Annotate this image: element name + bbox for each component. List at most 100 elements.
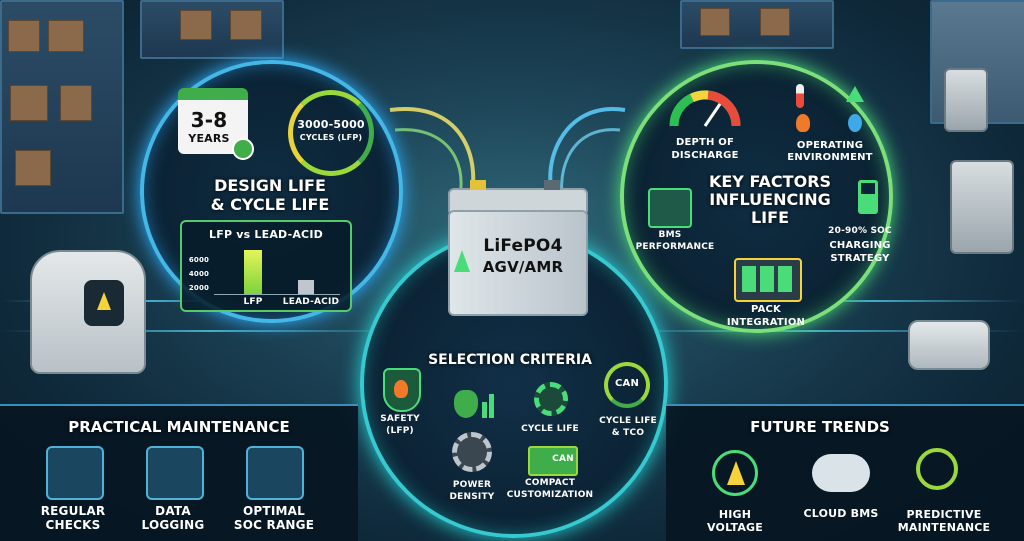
agv-robot-left xyxy=(30,250,146,374)
selection-label-4b: & TCO xyxy=(611,428,645,438)
factor-label-4c: STRATEGY xyxy=(830,253,890,264)
cloud-gear-icon xyxy=(812,454,870,492)
money-chart-icon xyxy=(454,380,498,420)
battery-label-2: AGV/AMR xyxy=(482,258,564,276)
can-chip-label: CAN xyxy=(552,454,574,464)
warehouse-box xyxy=(15,150,51,186)
maintenance-label-1b: CHECKS xyxy=(45,518,101,532)
future-label-3b: MAINTENANCE xyxy=(897,521,991,534)
warehouse-box xyxy=(180,10,212,40)
axis-tick: 6000 xyxy=(188,256,210,264)
axis-tick: 2000 xyxy=(188,284,210,292)
chip-handshake-icon xyxy=(648,188,692,228)
future-trends-title: FUTURE TRENDS xyxy=(750,418,890,436)
maintenance-label-2b: LOGGING xyxy=(141,518,205,532)
bolt-shape xyxy=(727,461,745,485)
warehouse-box xyxy=(230,10,262,40)
chart-baseline xyxy=(214,294,340,295)
selection-label-5: POWER xyxy=(452,480,492,490)
years-value: 3-8 xyxy=(190,108,228,132)
thermometer-icon xyxy=(796,84,804,108)
can-label: CAN xyxy=(614,378,640,389)
selection-label-1b: (LFP) xyxy=(386,426,414,436)
factor-label-4: 20-90% SOC xyxy=(828,226,892,236)
lfp-bar xyxy=(244,250,262,294)
agv-robot-right xyxy=(908,320,990,370)
future-label-3: PREDICTIVE xyxy=(906,508,982,521)
maintenance-title: PRACTICAL MAINTENANCE xyxy=(68,418,290,436)
lfp-label: LFP xyxy=(243,297,263,307)
magnifier-chart-icon xyxy=(916,448,958,490)
factor-label-1: DEPTH OF xyxy=(675,137,735,148)
growth-bar xyxy=(489,394,494,418)
cycles-unit: CYCLES (LFP) xyxy=(299,133,363,142)
flame-icon xyxy=(394,380,408,398)
lightning-icon xyxy=(712,450,758,496)
soc-gauge-icon xyxy=(246,446,304,500)
warehouse-box xyxy=(8,20,40,52)
clock-icon xyxy=(232,138,254,160)
factor-label-3b: PERFORMANCE xyxy=(635,242,715,252)
design-life-title-2: & CYCLE LIFE xyxy=(210,195,330,214)
warning-icon xyxy=(846,86,864,102)
lead-acid-label: LEAD-ACID xyxy=(282,297,340,307)
robot-panel xyxy=(84,280,124,326)
selection-label-1: SAFETY xyxy=(380,414,420,424)
selection-label-6: COMPACT xyxy=(524,478,576,488)
battery-charging-icon xyxy=(858,180,878,214)
bolt-icon xyxy=(454,250,470,272)
warehouse-box xyxy=(10,85,48,121)
factor-label-4b: CHARGING xyxy=(829,240,891,251)
factor-label-5b: INTEGRATION xyxy=(726,317,806,328)
key-factors-title-3: LIFE xyxy=(750,208,789,227)
water-drop-icon xyxy=(848,114,862,132)
battery-label-1: LiFePO4 xyxy=(483,236,563,256)
cycles-value: 3000-5000 xyxy=(297,118,365,131)
shield-flame-icon xyxy=(383,368,421,412)
growth-bar xyxy=(482,402,487,418)
agv-robot-top xyxy=(944,68,988,132)
future-label-1b: VOLTAGE xyxy=(707,521,763,534)
future-label-2: CLOUD BMS xyxy=(803,507,879,520)
battery-terminal xyxy=(470,180,486,190)
battery-body xyxy=(448,210,588,316)
selection-label-3: CYCLE LIFE xyxy=(521,424,579,434)
warehouse-box xyxy=(700,8,730,36)
can-chip-icon: CAN xyxy=(528,446,578,476)
maintenance-label-2: DATA xyxy=(155,504,191,518)
circuit-line xyxy=(720,300,1024,302)
pack-cell xyxy=(742,266,756,292)
checklist-icon xyxy=(46,446,104,500)
cycle-arrows-icon xyxy=(288,90,374,176)
bolt-icon xyxy=(97,292,111,310)
warehouse-box xyxy=(760,8,790,36)
maintenance-label-3b: SOC RANGE xyxy=(233,518,315,532)
axis-tick: 4000 xyxy=(188,270,210,278)
design-life-title-1: DESIGN LIFE xyxy=(214,176,326,195)
circuit-line xyxy=(0,300,300,302)
selection-title: SELECTION CRITERIA xyxy=(428,352,592,368)
factor-label-1b: DISCHARGE xyxy=(671,150,739,161)
warehouse-box xyxy=(48,20,84,52)
calendar-icon: 3-8 YEARS xyxy=(178,88,254,160)
pack-cell xyxy=(760,266,774,292)
warehouse-box xyxy=(60,85,92,121)
selection-label-4: CYCLE LIFE xyxy=(599,416,657,426)
years-unit: YEARS xyxy=(188,132,230,145)
factor-label-3: BMS xyxy=(658,230,682,240)
circuit-line xyxy=(0,330,420,332)
key-factors-title-2: INFLUENCING xyxy=(709,190,831,209)
factor-label-2b: ENVIRONMENT xyxy=(787,152,873,163)
future-label-1: HIGH xyxy=(718,508,752,521)
selection-label-5b: DENSITY xyxy=(449,492,495,502)
gauge-icon xyxy=(669,90,741,127)
gear-bolt-icon xyxy=(534,382,568,416)
comparison-title: LFP vs LEAD-ACID xyxy=(209,228,323,241)
battery-pack-icon xyxy=(734,258,802,302)
money-bag-icon xyxy=(454,390,478,418)
data-log-icon xyxy=(146,446,204,500)
factor-label-5: PACK xyxy=(750,304,782,315)
selection-label-6b: CUSTOMIZATION xyxy=(506,490,594,500)
lfp-vs-lead-acid-chart: LFP vs LEAD-ACID 6000 4000 2000 LFP LEAD… xyxy=(180,220,352,312)
